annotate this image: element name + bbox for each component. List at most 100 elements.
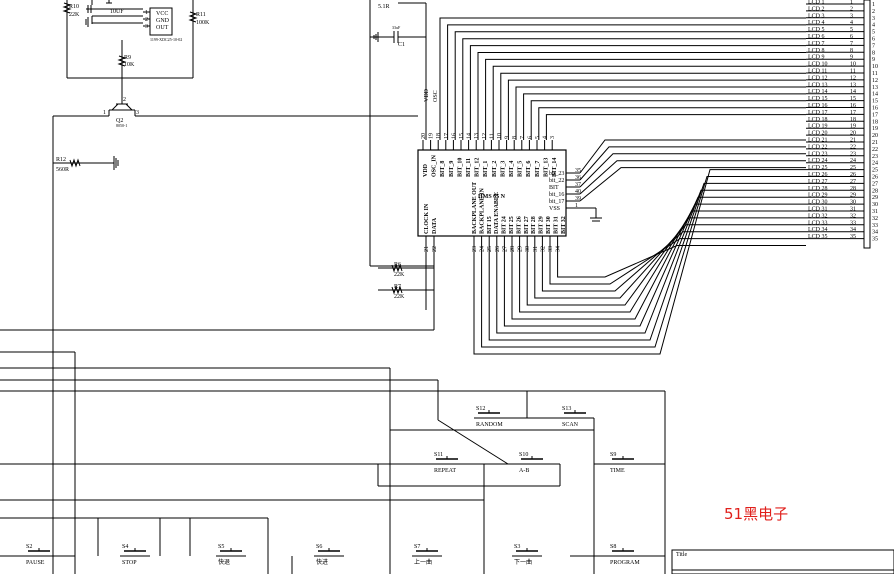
top-pin-number: 4	[543, 136, 549, 139]
top-pin-number: 15	[459, 133, 465, 139]
lcd-number: 7	[850, 41, 853, 47]
bottom-pin-name: BIT 15	[487, 216, 493, 234]
lcd-label: LCD 28	[808, 186, 828, 192]
reg-pin-out: OUT	[156, 25, 169, 31]
top-pin-number: 19	[429, 133, 435, 139]
lcd-side-number: 20	[872, 133, 878, 139]
lcd-label: LCD 4	[808, 20, 825, 26]
lcd-label: LCD 3	[808, 13, 825, 19]
bottom-pin-number: 28	[510, 246, 516, 252]
r10-value: 22K	[69, 12, 80, 18]
switch-ref: S6	[316, 544, 322, 550]
top-bus-wire	[462, 38, 806, 140]
bottom-loop-wire	[541, 231, 806, 292]
title-block-label: Title	[676, 552, 687, 558]
right-pin-name: VSS	[549, 206, 560, 212]
q2-ref: Q2	[116, 118, 123, 124]
switch-label: PROGRAM	[610, 560, 640, 566]
lcd-label: LCD 15	[808, 96, 828, 102]
lcd-label: LCD 22	[808, 144, 828, 150]
top-pin-name: BIT_4	[509, 161, 515, 177]
switch-ref: S9	[610, 452, 616, 458]
bottom-loop-wire	[549, 238, 806, 285]
lcd-side-number: 31	[872, 209, 878, 215]
lcd-side-number: 5	[872, 30, 875, 36]
switch-ref: S4	[122, 544, 128, 550]
bottom-loop-wire	[481, 176, 806, 348]
bottom-pin-name: BIT 31	[553, 216, 559, 234]
lcd-label: LCD 13	[808, 82, 828, 88]
top-pin-name: VDD	[423, 163, 429, 177]
right-pin-number: 36	[575, 175, 581, 181]
switch-label: RANDOM	[476, 422, 503, 428]
lcd-label: LCD 16	[808, 103, 828, 109]
lcd-side-number: 32	[872, 216, 878, 222]
lcd-number: 25	[850, 165, 856, 171]
lcd-side-number: 9	[872, 57, 875, 63]
capacitor-c1	[369, 0, 434, 267]
lcd-label: LCD 30	[808, 200, 828, 206]
lcd-number: 13	[850, 82, 856, 88]
lcd-side-number: 33	[872, 223, 878, 229]
top-bus-wire	[545, 114, 806, 140]
lcd-side-number: 26	[872, 175, 878, 181]
lcd-label: LCD 35	[808, 234, 828, 240]
top-pin-name: BIT_10	[457, 158, 463, 177]
q2-pin1: 1	[103, 110, 106, 116]
bottom-pin-number: 27	[502, 246, 508, 252]
lcd-side-number: 21	[872, 140, 878, 146]
top-bus-wire	[492, 65, 806, 140]
lcd-number: 28	[850, 186, 856, 192]
top-pin-number: 16	[451, 133, 457, 139]
switch-label: STOP	[122, 560, 137, 566]
bottom-pin-number: 30	[525, 246, 531, 252]
top-pin-number: 13	[474, 133, 480, 139]
chip-bottom-loops	[425, 169, 806, 355]
switch-label: SCAN	[562, 422, 579, 428]
lcd-side-number: 6	[872, 37, 875, 43]
lcd-number: 29	[850, 193, 856, 199]
switch-ref: S12	[476, 406, 485, 412]
r9-value: 10K	[124, 62, 135, 68]
lcd-label: LCD 19	[808, 124, 828, 130]
top-bus-wire	[507, 79, 806, 140]
lcd-label: LCD 14	[808, 89, 828, 95]
lcd-label: LCD 32	[808, 213, 828, 219]
lcd-side-number: 3	[872, 16, 875, 22]
r12-value: 560R	[56, 167, 69, 173]
lcd-number: 22	[850, 144, 856, 150]
lcd-side-number: 14	[872, 92, 878, 98]
switch-ref: S3	[514, 544, 520, 550]
top-pin-name: BIT_7	[535, 161, 541, 177]
lcd-side-number: 35	[872, 237, 878, 243]
bottom-pin-number: 33	[548, 246, 554, 252]
bottom-loop-wire	[519, 210, 806, 313]
bottom-loop-wire	[557, 245, 806, 278]
lcd-side-number: 23	[872, 154, 878, 160]
lcd-label: LCD 12	[808, 75, 828, 81]
top-pin-name: BIT_1	[483, 161, 489, 177]
bottom-pin-name: BIT 29	[539, 216, 545, 234]
right-fan-wire	[579, 153, 806, 188]
chip-vdd-label: VDD	[424, 88, 430, 102]
lcd-number: 19	[850, 124, 856, 130]
chip-name: HMS 65 N	[478, 194, 506, 200]
lcd-number: 35	[850, 234, 856, 240]
lcd-number: 11	[850, 69, 856, 75]
lcd-label: LCD 2	[808, 6, 825, 12]
switch-label: REPEAT	[434, 468, 456, 474]
q2-part: 8050-1	[116, 123, 127, 128]
top-pin-number: 20	[421, 133, 427, 139]
top-bus-wire	[515, 86, 806, 140]
r7-value: 22K	[394, 294, 405, 300]
bottom-pin-name: BIT 26	[516, 216, 522, 234]
lcd-number: 30	[850, 200, 856, 206]
switch-label: 快进	[316, 558, 328, 566]
top-bus-wire	[439, 17, 806, 140]
lcd-label: LCD 24	[808, 158, 828, 164]
right-fan-wire	[579, 160, 806, 195]
lcd-label: LCD 25	[808, 165, 828, 171]
lcd-number: 8	[850, 48, 853, 54]
chip-u1	[417, 149, 567, 237]
